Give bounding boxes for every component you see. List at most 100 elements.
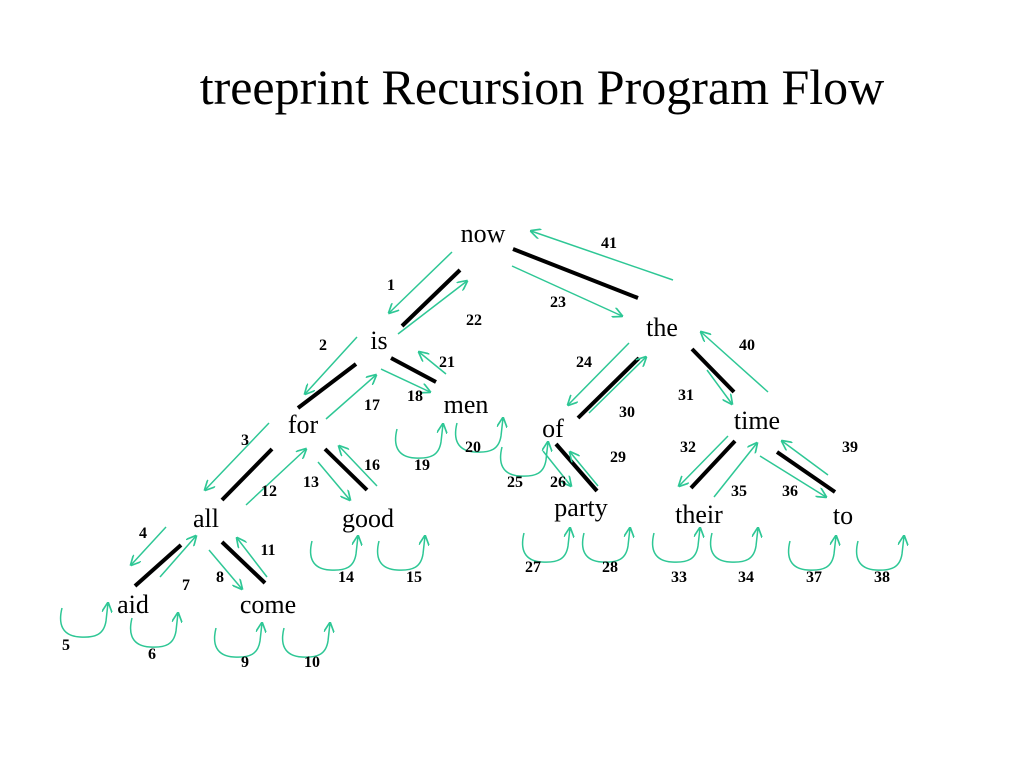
loop-arrow-19	[394, 424, 443, 459]
edge-time-their	[689, 439, 737, 490]
step-label-41: 41	[601, 235, 617, 252]
flow-arrow-12-all-for-up	[245, 449, 306, 506]
flow-arrow-22-is-now-up	[397, 281, 467, 335]
step-label-17: 17	[364, 397, 380, 414]
edge-of-party	[554, 442, 599, 493]
loop-arrow-33	[651, 528, 700, 563]
step-label-21: 21	[439, 354, 455, 371]
step-label-37: 37	[806, 569, 822, 586]
edge-is-for	[296, 362, 358, 410]
step-label-19: 19	[414, 457, 430, 474]
node-now: now	[461, 219, 506, 248]
step-label-11: 11	[260, 542, 275, 559]
step-label-6: 6	[148, 646, 156, 663]
flow-arrow-30-of-the-up	[588, 357, 646, 414]
loop-arrow-37	[787, 536, 836, 571]
step-label-22: 22	[466, 312, 482, 329]
step-label-23: 23	[550, 294, 566, 311]
step-label-16: 16	[364, 457, 380, 474]
edge-the-of	[576, 356, 641, 420]
step-label-26: 26	[550, 474, 566, 491]
step-label-24: 24	[576, 354, 592, 371]
flow-arrow-36-time-to-down	[759, 455, 826, 497]
slide-title: treeprint Recursion Program Flow	[199, 59, 885, 115]
flow-arrow-32-time-their-down	[679, 435, 729, 486]
step-label-3: 3	[241, 432, 249, 449]
loop-arrow-5	[59, 603, 108, 638]
flow-arrow-18-is-men-down	[380, 368, 430, 392]
edge-all-aid	[133, 543, 183, 588]
step-label-33: 33	[671, 569, 687, 586]
flow-arrow-21-men-is-up	[419, 352, 447, 375]
loop-arrow-6	[129, 613, 178, 648]
flow-arrow-7-aid-all-up	[159, 536, 196, 578]
node-come: come	[240, 590, 296, 619]
step-label-38: 38	[874, 569, 890, 586]
flow-arrow-11-come-all-up	[237, 538, 268, 578]
step-label-1: 1	[387, 277, 395, 294]
step-label-2: 2	[319, 337, 327, 354]
node-all: all	[193, 504, 219, 533]
edge-the-time	[690, 347, 736, 394]
loop-arrow-25	[499, 442, 548, 477]
step-label-18: 18	[407, 388, 423, 405]
flow-arrow-39-to-time-up	[782, 441, 829, 476]
node-good: good	[342, 504, 394, 533]
flow-arrow-35-their-time-up	[713, 443, 757, 498]
flow-arrow-29-party-of-up	[570, 452, 599, 487]
step-label-27: 27	[525, 559, 541, 576]
loop-arrow-38	[855, 536, 904, 571]
step-label-32: 32	[680, 439, 696, 456]
loop-arrow-27	[521, 528, 570, 563]
step-label-20: 20	[465, 439, 481, 456]
flow-arrow-3-for-all-down	[205, 422, 270, 490]
loop-arrow-34	[709, 528, 758, 563]
step-label-40: 40	[739, 337, 755, 354]
step-label-39: 39	[842, 439, 858, 456]
edge-for-all	[220, 447, 274, 502]
step-label-12: 12	[261, 483, 277, 500]
edge-for-good	[323, 447, 369, 492]
step-label-35: 35	[731, 483, 747, 500]
node-to: to	[833, 501, 853, 530]
step-label-8: 8	[216, 569, 224, 586]
flow-arrow-16-good-for-up	[339, 446, 378, 487]
flow-arrow-17-for-is-up	[325, 375, 376, 420]
step-label-10: 10	[304, 654, 320, 671]
flow-arrow-41-the-now-up	[531, 231, 674, 281]
step-label-13: 13	[303, 474, 319, 491]
flow-arrow-31-the-time-down	[706, 369, 732, 404]
loop-arrow-20	[454, 418, 503, 453]
step-label-5: 5	[62, 637, 70, 654]
loop-arrow-15	[376, 536, 425, 571]
edge-is-men	[390, 356, 437, 384]
node-aid: aid	[117, 590, 149, 619]
node-for: for	[288, 410, 319, 439]
node-their: their	[675, 500, 723, 529]
node-the: the	[646, 313, 678, 342]
node-is: is	[370, 326, 387, 355]
flow-arrow-40-time-the-up	[701, 332, 769, 393]
step-label-34: 34	[738, 569, 754, 586]
node-of: of	[542, 414, 564, 443]
flow-arrow-13-for-good-down	[317, 461, 350, 500]
step-label-28: 28	[602, 559, 618, 576]
flow-arrow-24-the-of-down	[568, 342, 630, 405]
edge-now-is	[400, 268, 462, 328]
loop-arrow-28	[581, 528, 630, 563]
flow-arrow-2-is-for-down	[305, 336, 358, 394]
loop-arrow-14	[309, 536, 358, 571]
node-time: time	[734, 406, 780, 435]
edge-time-to	[775, 450, 837, 494]
flow-arrow-23-now-the-down	[511, 265, 622, 316]
step-label-7: 7	[182, 577, 190, 594]
flow-arrow-26-of-party-down	[542, 450, 571, 486]
edge-all-come	[220, 540, 267, 585]
step-label-15: 15	[406, 569, 422, 586]
step-label-30: 30	[619, 404, 635, 421]
step-label-25: 25	[507, 474, 523, 491]
flow-arrow-4-all-aid-down	[131, 526, 167, 565]
flow-arrow-8-all-come-down	[208, 549, 242, 589]
step-label-31: 31	[678, 387, 694, 404]
